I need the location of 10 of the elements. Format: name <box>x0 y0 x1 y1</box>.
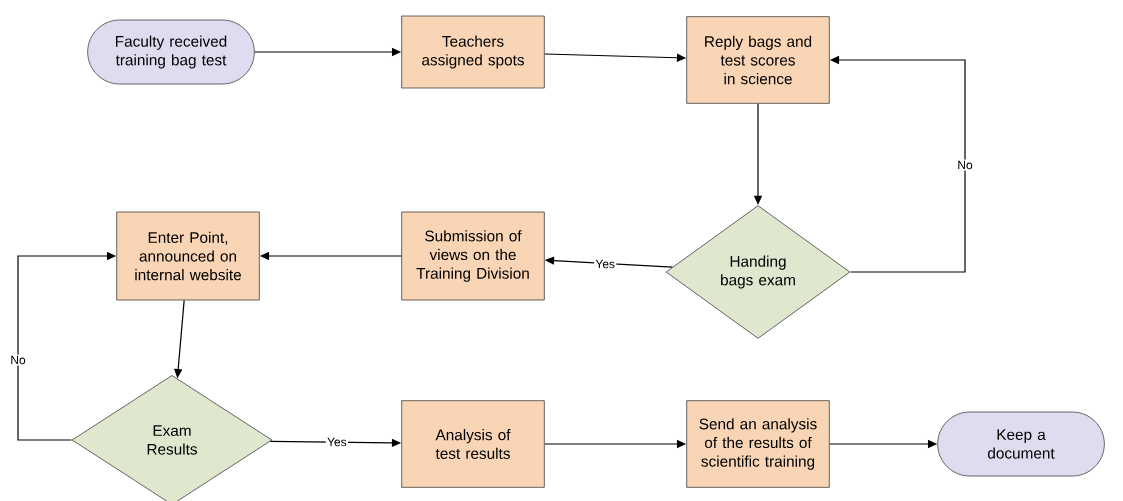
process-box: Teachers assigned spots <box>401 15 545 89</box>
process-box: Analysis of test results <box>401 400 545 488</box>
edge-label: Yes <box>327 437 347 447</box>
edge-label: No <box>11 355 26 365</box>
process-box: Submission of views on the Training Division <box>401 211 545 301</box>
process-box: Reply bags and test scores in science <box>686 16 830 104</box>
edge-label: No <box>958 160 973 170</box>
process-box: Send an analysis of the results of scientific training <box>686 400 830 488</box>
process-box: Enter Point, announced on internal website <box>116 211 260 301</box>
edge-label: Yes <box>595 259 615 269</box>
